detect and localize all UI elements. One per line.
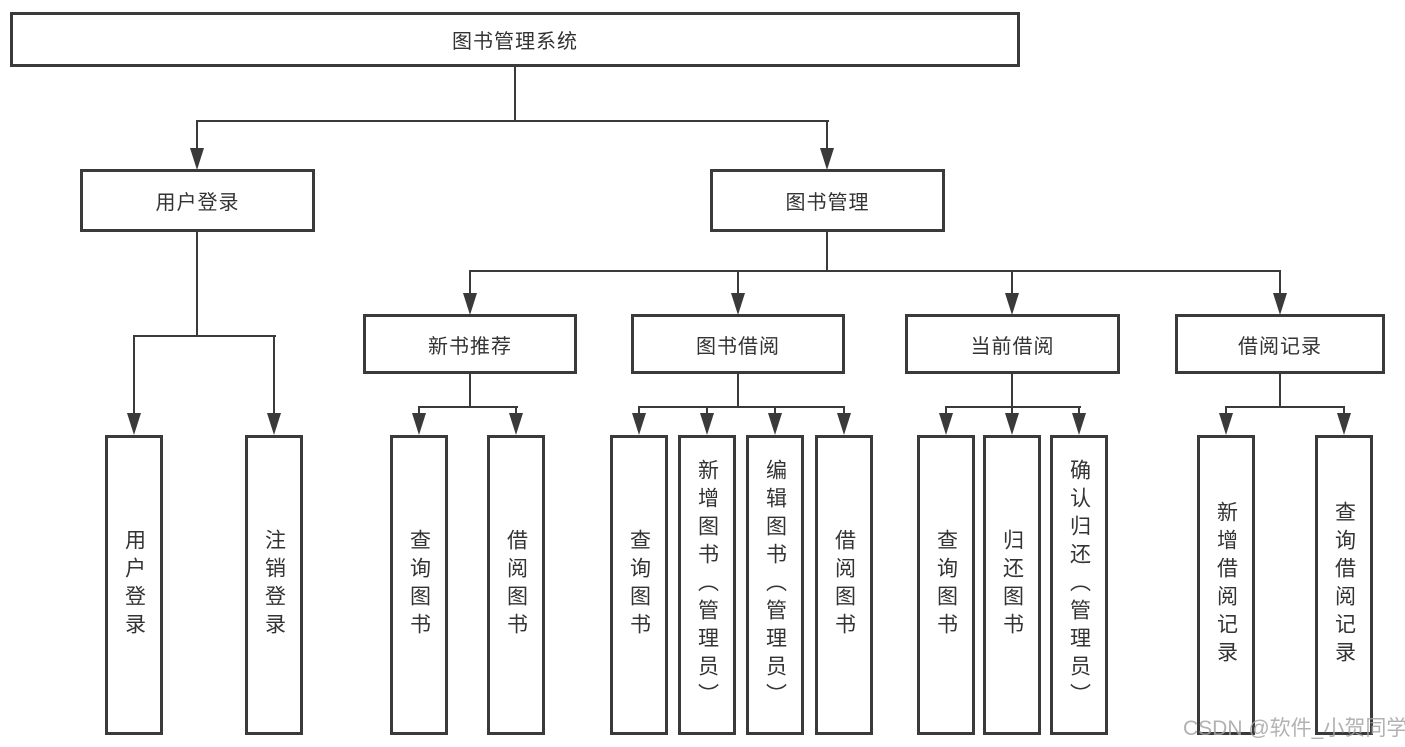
box-leaf-user-login: 用户登录 bbox=[105, 435, 163, 735]
arrow-down-icon bbox=[1273, 293, 1287, 315]
box-leaf-borrow-borrow-books: 借阅图书 bbox=[815, 435, 873, 735]
connector-rec-down bbox=[469, 374, 471, 408]
connector-drop bbox=[1011, 406, 1013, 415]
arrow-down-icon bbox=[731, 293, 745, 315]
connector-root-hbar bbox=[196, 120, 829, 122]
box-user-login-branch: 用户登录 bbox=[80, 169, 315, 232]
leaf-label: 借阅图书 bbox=[832, 529, 856, 641]
connector-borrow-down bbox=[737, 374, 739, 408]
leaf-label: 编辑图书（管理员） bbox=[763, 459, 787, 711]
connector-login-hbar bbox=[133, 335, 276, 337]
box-leaf-rec-query-books: 查询图书 bbox=[390, 435, 448, 735]
arrow-down-icon bbox=[1219, 413, 1233, 435]
box-book-borrowing: 图书借阅 bbox=[631, 314, 845, 374]
box-borrowing-records: 借阅记录 bbox=[1175, 314, 1385, 374]
leaf-label: 新增图书（管理员） bbox=[695, 459, 719, 711]
connector-root-down bbox=[514, 67, 516, 120]
box-leaf-rec-borrow-books: 借阅图书 bbox=[487, 435, 545, 735]
box-book-management-branch: 图书管理 bbox=[710, 169, 945, 232]
connector-drop-mgmt bbox=[826, 120, 828, 150]
arrow-down-icon bbox=[1337, 413, 1351, 435]
connector-drop bbox=[774, 406, 776, 415]
box-leaf-logout: 注销登录 bbox=[245, 435, 303, 735]
leaf-label: 用户登录 bbox=[122, 529, 146, 641]
box-leaf-borrow-edit-books-admin: 编辑图书（管理员） bbox=[746, 435, 804, 735]
connector-current-hbar bbox=[945, 406, 1081, 408]
connector-drop bbox=[1279, 270, 1281, 295]
arrow-down-icon bbox=[837, 413, 851, 435]
leaf-label: 新增借阅记录 bbox=[1214, 501, 1238, 669]
arrow-down-icon bbox=[412, 413, 426, 435]
leaf-label: 查询图书 bbox=[407, 529, 431, 641]
connector-drop bbox=[1078, 406, 1080, 415]
leaf-label: 确认归还（管理员） bbox=[1067, 459, 1091, 711]
connector-drop bbox=[843, 406, 845, 415]
arrow-down-icon bbox=[509, 413, 523, 435]
connector-drop bbox=[737, 270, 739, 295]
arrow-down-icon bbox=[463, 293, 477, 315]
box-leaf-borrow-query-books: 查询图书 bbox=[610, 435, 668, 735]
arrow-down-icon bbox=[267, 413, 281, 435]
arrow-down-icon bbox=[127, 413, 141, 435]
box-leaf-records-add-record: 新增借阅记录 bbox=[1197, 435, 1255, 735]
connector-drop bbox=[638, 406, 640, 415]
connector-mgmt-hbar bbox=[469, 270, 1281, 272]
connector-drop bbox=[133, 335, 135, 415]
connector-drop bbox=[706, 406, 708, 415]
box-leaf-borrow-add-books-admin: 新增图书（管理员） bbox=[678, 435, 736, 735]
connector-drop bbox=[1225, 406, 1227, 415]
arrow-down-icon bbox=[1005, 413, 1019, 435]
arrow-down-icon bbox=[190, 148, 204, 170]
connector-drop bbox=[469, 270, 471, 295]
leaf-label: 查询图书 bbox=[627, 529, 651, 641]
box-current-borrowing: 当前借阅 bbox=[905, 314, 1120, 374]
connector-drop bbox=[1343, 406, 1345, 415]
connector-drop bbox=[945, 406, 947, 415]
connector-drop bbox=[273, 335, 275, 415]
connector-drop bbox=[418, 406, 420, 415]
arrow-down-icon bbox=[632, 413, 646, 435]
arrow-down-icon bbox=[1072, 413, 1086, 435]
arrow-down-icon bbox=[768, 413, 782, 435]
connector-drop bbox=[515, 406, 517, 415]
connector-login-down bbox=[196, 232, 198, 337]
connector-drop bbox=[1011, 270, 1013, 295]
connector-records-down bbox=[1279, 374, 1281, 408]
arrow-down-icon bbox=[820, 148, 834, 170]
box-root-library-system: 图书管理系统 bbox=[10, 12, 1020, 67]
box-leaf-current-return-books: 归还图书 bbox=[983, 435, 1041, 735]
arrow-down-icon bbox=[939, 413, 953, 435]
connector-records-hbar bbox=[1225, 406, 1345, 408]
connector-current-down bbox=[1011, 374, 1013, 408]
connector-drop-login bbox=[196, 120, 198, 150]
box-new-book-recommend: 新书推荐 bbox=[363, 314, 577, 374]
connector-mgmt-down bbox=[826, 232, 828, 272]
leaf-label: 归还图书 bbox=[1000, 529, 1024, 641]
arrow-down-icon bbox=[1005, 293, 1019, 315]
connector-borrow-hbar bbox=[638, 406, 845, 408]
connector-rec-hbar bbox=[418, 406, 518, 408]
leaf-label: 注销登录 bbox=[262, 529, 286, 641]
box-leaf-current-confirm-return-admin: 确认归还（管理员） bbox=[1050, 435, 1108, 735]
leaf-label: 查询借阅记录 bbox=[1332, 501, 1356, 669]
leaf-label: 借阅图书 bbox=[504, 529, 528, 641]
watermark-text: CSDN @软件_小贺同学 bbox=[1183, 717, 1405, 740]
box-leaf-records-query-record: 查询借阅记录 bbox=[1315, 435, 1373, 735]
arrow-down-icon bbox=[700, 413, 714, 435]
box-leaf-current-query-books: 查询图书 bbox=[917, 435, 975, 735]
leaf-label: 查询图书 bbox=[934, 529, 958, 641]
